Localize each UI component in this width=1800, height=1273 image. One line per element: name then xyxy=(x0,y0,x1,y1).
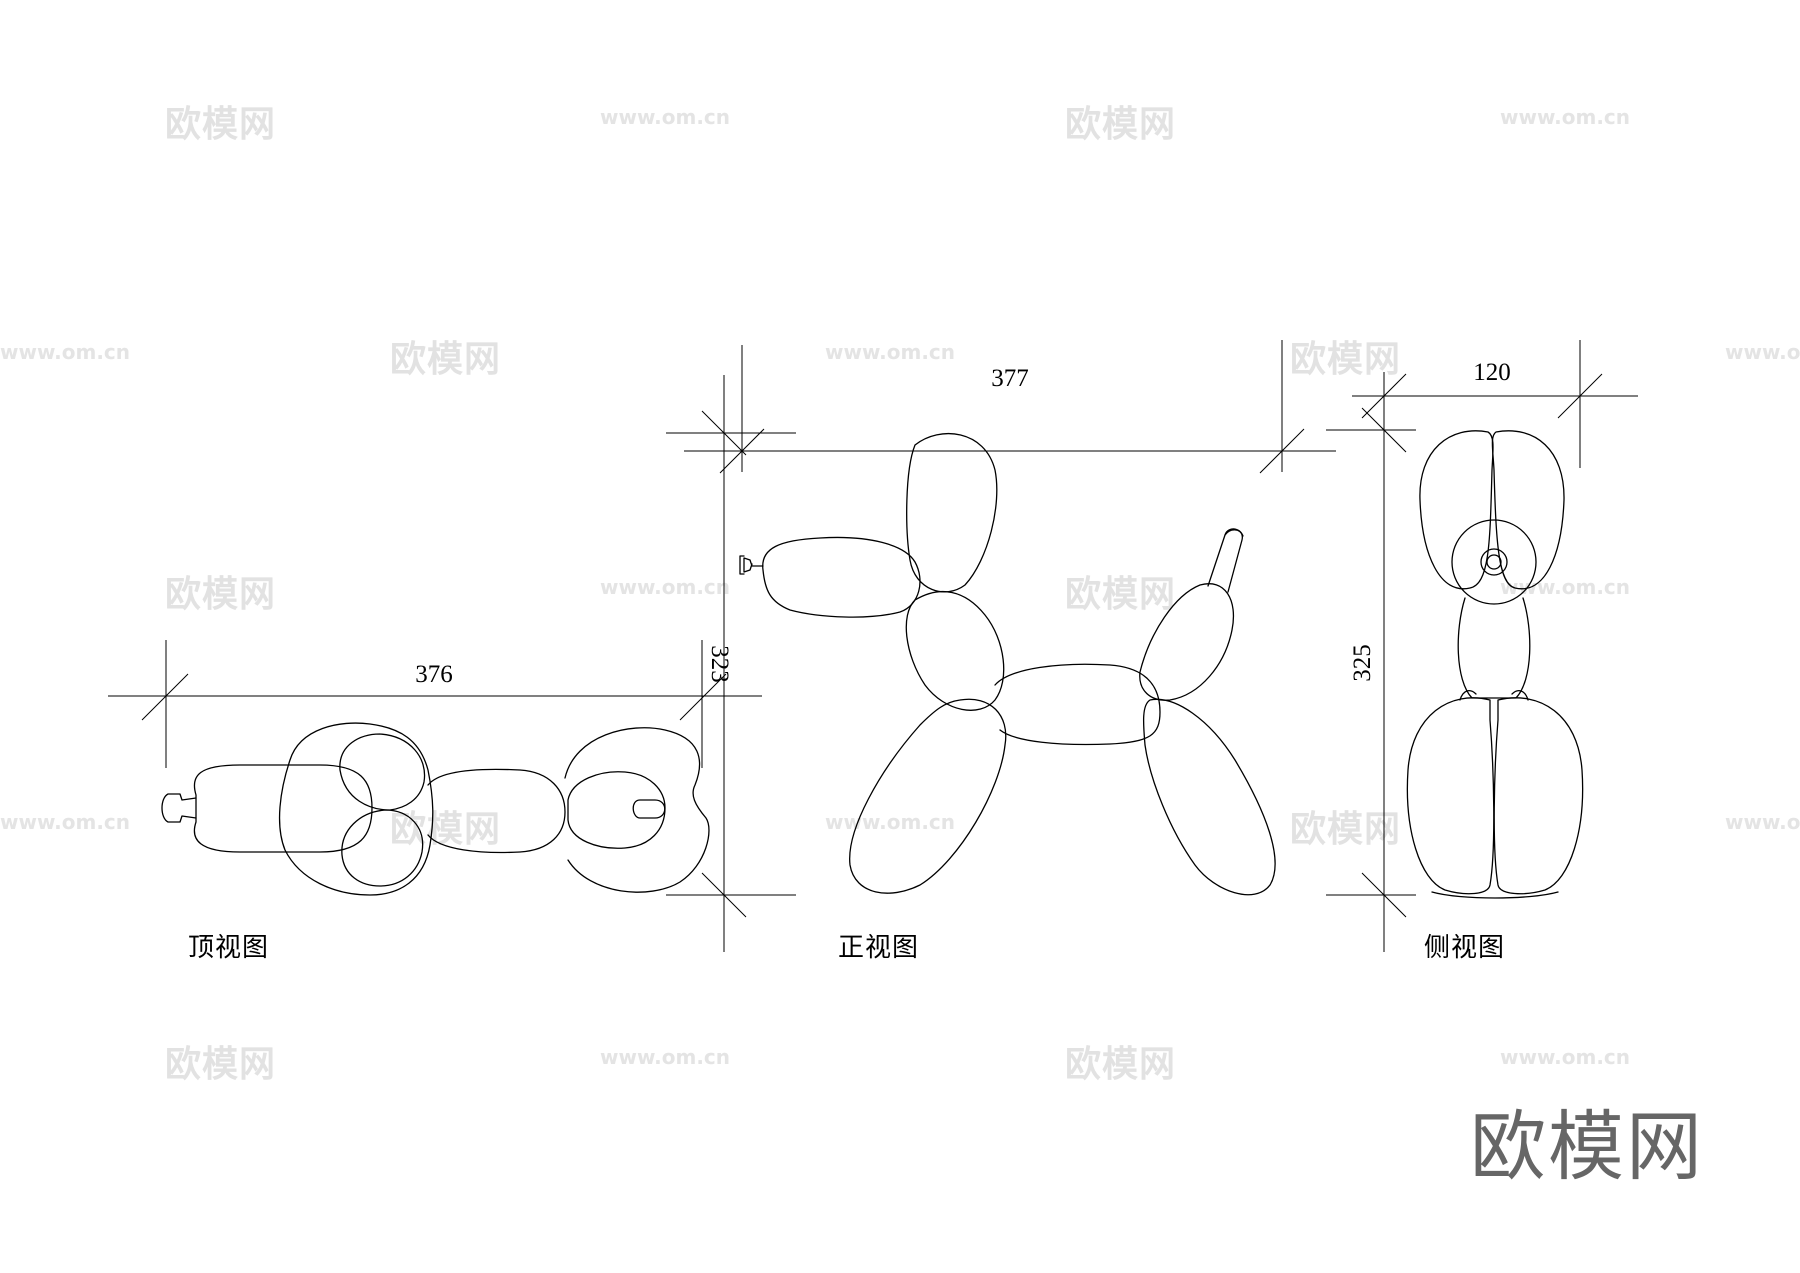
left-ear-balloon xyxy=(1419,430,1494,590)
dimension-tick xyxy=(679,673,727,721)
front-legs-outer xyxy=(278,722,434,896)
front-leg-balloon xyxy=(849,698,1007,894)
watermark-cn: 欧模网 xyxy=(1290,339,1402,380)
head-balloon xyxy=(193,764,373,853)
side-view-balloon-dog xyxy=(1406,430,1584,899)
watermark-cn: 欧模网 xyxy=(1065,104,1177,145)
watermark-url: www.om.cn xyxy=(1500,1045,1631,1069)
left-leg-balloon xyxy=(1406,697,1495,895)
dimension-tick xyxy=(1259,428,1305,474)
watermark-url: www.om.cn xyxy=(825,340,956,364)
dimension-tick xyxy=(141,673,189,721)
nozzle-center xyxy=(1486,554,1502,570)
tail-balloon xyxy=(1207,528,1243,593)
dimension-tick xyxy=(1557,373,1603,419)
top-view-width-label: 376 xyxy=(415,661,453,688)
head-balloon xyxy=(1451,519,1537,605)
watermark-cn: 欧模网 xyxy=(165,1044,277,1085)
front-view-balloon-dog xyxy=(739,432,1276,896)
nozzle xyxy=(161,793,197,823)
side-view-width-label: 120 xyxy=(1473,359,1511,386)
watermark-url: www.om.cn xyxy=(600,105,731,129)
front-leg-lower xyxy=(341,809,424,887)
front-view-width-dimension: 377 xyxy=(684,340,1336,474)
watermark-cn: 欧模网 xyxy=(1065,1044,1177,1085)
watermark-cn: 欧模网 xyxy=(165,574,277,615)
front-view-height-dimension: 323 xyxy=(666,375,796,952)
right-joint xyxy=(1511,689,1529,701)
watermark-url: www.om.cn xyxy=(1725,340,1800,364)
side-view-height-label: 325 xyxy=(1349,644,1376,682)
watermark-cn: 欧模网 xyxy=(1065,574,1177,615)
watermark-url: www.om.cn xyxy=(600,1045,731,1069)
right-leg-balloon xyxy=(1493,697,1584,895)
watermark-url: www.om.cn xyxy=(1725,810,1800,834)
front-view: 377 323 xyxy=(666,340,1336,952)
front-leg-upper xyxy=(339,733,426,811)
rear-leg-balloon xyxy=(1142,698,1276,896)
front-view-caption: 正视图 xyxy=(838,933,920,963)
side-view: 120 325 xyxy=(1326,340,1638,952)
neck-balloon xyxy=(905,590,1005,711)
side-view-height-dimension: 325 xyxy=(1326,372,1416,952)
base-line xyxy=(1431,891,1559,899)
watermark-cn: 欧模网 xyxy=(165,104,277,145)
watermark-url: www.om.cn xyxy=(0,810,131,834)
dimension-tick xyxy=(701,872,747,918)
watermark-url: www.om.cn xyxy=(600,575,731,599)
front-view-height-label: 323 xyxy=(706,645,733,683)
watermark-cn: 欧模网 xyxy=(1290,809,1402,850)
nozzle-ring xyxy=(1480,548,1508,576)
rear-hip-balloon xyxy=(1139,583,1235,701)
top-view-balloon-dog xyxy=(161,722,710,896)
watermark-cn: 欧模网 xyxy=(390,339,502,380)
left-joint xyxy=(1459,689,1477,701)
ear-balloon xyxy=(906,432,998,593)
right-ear-balloon xyxy=(1491,430,1565,590)
tail-tip xyxy=(632,799,666,819)
body-balloon xyxy=(427,768,566,854)
rear-hip xyxy=(567,771,666,849)
snout-balloon xyxy=(762,536,921,618)
neck-balloon xyxy=(1457,597,1531,699)
top-view-width-dimension: 376 xyxy=(108,640,762,768)
side-view-width-dimension: 120 xyxy=(1352,340,1638,468)
brand-logo: 欧模网 xyxy=(1470,1102,1704,1191)
nozzle xyxy=(743,557,764,573)
nozzle-cap xyxy=(739,555,745,575)
dimension-tick xyxy=(1361,407,1407,453)
rear-legs-outer xyxy=(564,727,710,893)
dimension-tick xyxy=(701,410,747,456)
watermark-url: www.om.cn xyxy=(1500,575,1631,599)
top-view-caption: 顶视图 xyxy=(188,933,270,963)
front-view-width-label: 377 xyxy=(991,365,1029,392)
watermark-url: www.om.cn xyxy=(0,340,131,364)
dimension-tick xyxy=(1361,872,1407,918)
body-balloon xyxy=(994,663,1161,746)
top-view: 376 xyxy=(108,640,762,896)
watermark-url: www.om.cn xyxy=(1500,105,1631,129)
tail-tip xyxy=(1224,529,1244,537)
side-view-caption: 侧视图 xyxy=(1424,933,1506,963)
watermark-url: www.om.cn xyxy=(825,810,956,834)
